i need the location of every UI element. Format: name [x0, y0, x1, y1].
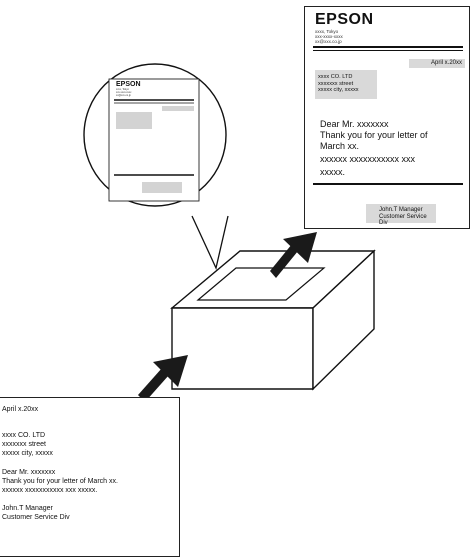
- input-arrow: [138, 355, 188, 402]
- letterhead-rule: [313, 46, 463, 48]
- input-line: xxxx CO. LTD: [2, 432, 46, 439]
- printer-front-face: [171, 307, 314, 390]
- epson-logo: EPSON: [315, 11, 374, 28]
- address-box: xxxx CO. LTD xxxxxxx street xxxxx city, …: [315, 70, 377, 99]
- output-arrow: [270, 232, 317, 278]
- magnified-page: [108, 78, 200, 202]
- signature-box: John.T Manager Customer Service Div: [366, 204, 436, 226]
- input-line: April x.20xx: [2, 406, 39, 413]
- magnified-logo: EPSON: [116, 81, 141, 88]
- magnified-signature-box: [142, 182, 182, 193]
- printer-side-face: [312, 249, 375, 391]
- letter-body-line: Thank you for your letter of: [320, 130, 428, 140]
- input-line: John.T Manager: [2, 505, 53, 512]
- input-line: xxxxx city, xxxxx: [2, 450, 53, 457]
- input-line: Thank you for your letter of March xx.: [2, 478, 118, 485]
- magnified-header-line: xx@xxx.co.jp: [116, 94, 131, 97]
- input-line: Customer Service Div: [2, 514, 70, 521]
- letter-body-line: xxxxxx xxxxxxxxxxx xxx: [320, 154, 416, 164]
- input-line: xxxxxxx street: [2, 441, 46, 448]
- letter-body-line: xxxxx.: [320, 167, 346, 177]
- date-box: April x.20xx: [409, 59, 465, 68]
- letterhead-line: xxxx, Tokyo: [315, 29, 339, 34]
- signature-line: Customer Service Div: [379, 213, 427, 227]
- letter-body-line: March xx.: [320, 141, 360, 151]
- printer-paper-slot: [196, 267, 326, 301]
- signature-rule: [313, 183, 463, 185]
- letterhead-rule-thin: [313, 50, 463, 51]
- address-line: xxxxx city, xxxxx: [318, 87, 359, 93]
- input-line: Dear Mr. xxxxxxx: [2, 469, 56, 476]
- magnified-date-box: [162, 106, 194, 111]
- letterhead-line: xx@xxx.co.jp: [315, 39, 342, 44]
- address-line: xxxxxxx street: [318, 80, 354, 87]
- printed-letter-page: EPSON xxxx, Tokyo xxx-xxxx-xxxx xx@xxx.c…: [304, 6, 470, 229]
- magnified-address-box: [116, 112, 152, 129]
- magnified-header-line: xxx-xxxx-xxxx: [116, 91, 132, 94]
- input-line: xxxxxx xxxxxxxxxxx xxx xxxxx.: [2, 487, 98, 494]
- letter-body-line: Dear Mr. xxxxxxx: [320, 119, 389, 129]
- address-line: xxxx CO. LTD: [318, 74, 353, 80]
- input-letter-page: April x.20xx xxxx CO. LTD xxxxxxx street…: [0, 397, 180, 557]
- magnified-header-line: xxxx, Tokyo: [116, 88, 129, 91]
- letterhead-line: xxx-xxxx-xxxx: [315, 34, 343, 39]
- signature-line: John.T Manager: [379, 207, 423, 213]
